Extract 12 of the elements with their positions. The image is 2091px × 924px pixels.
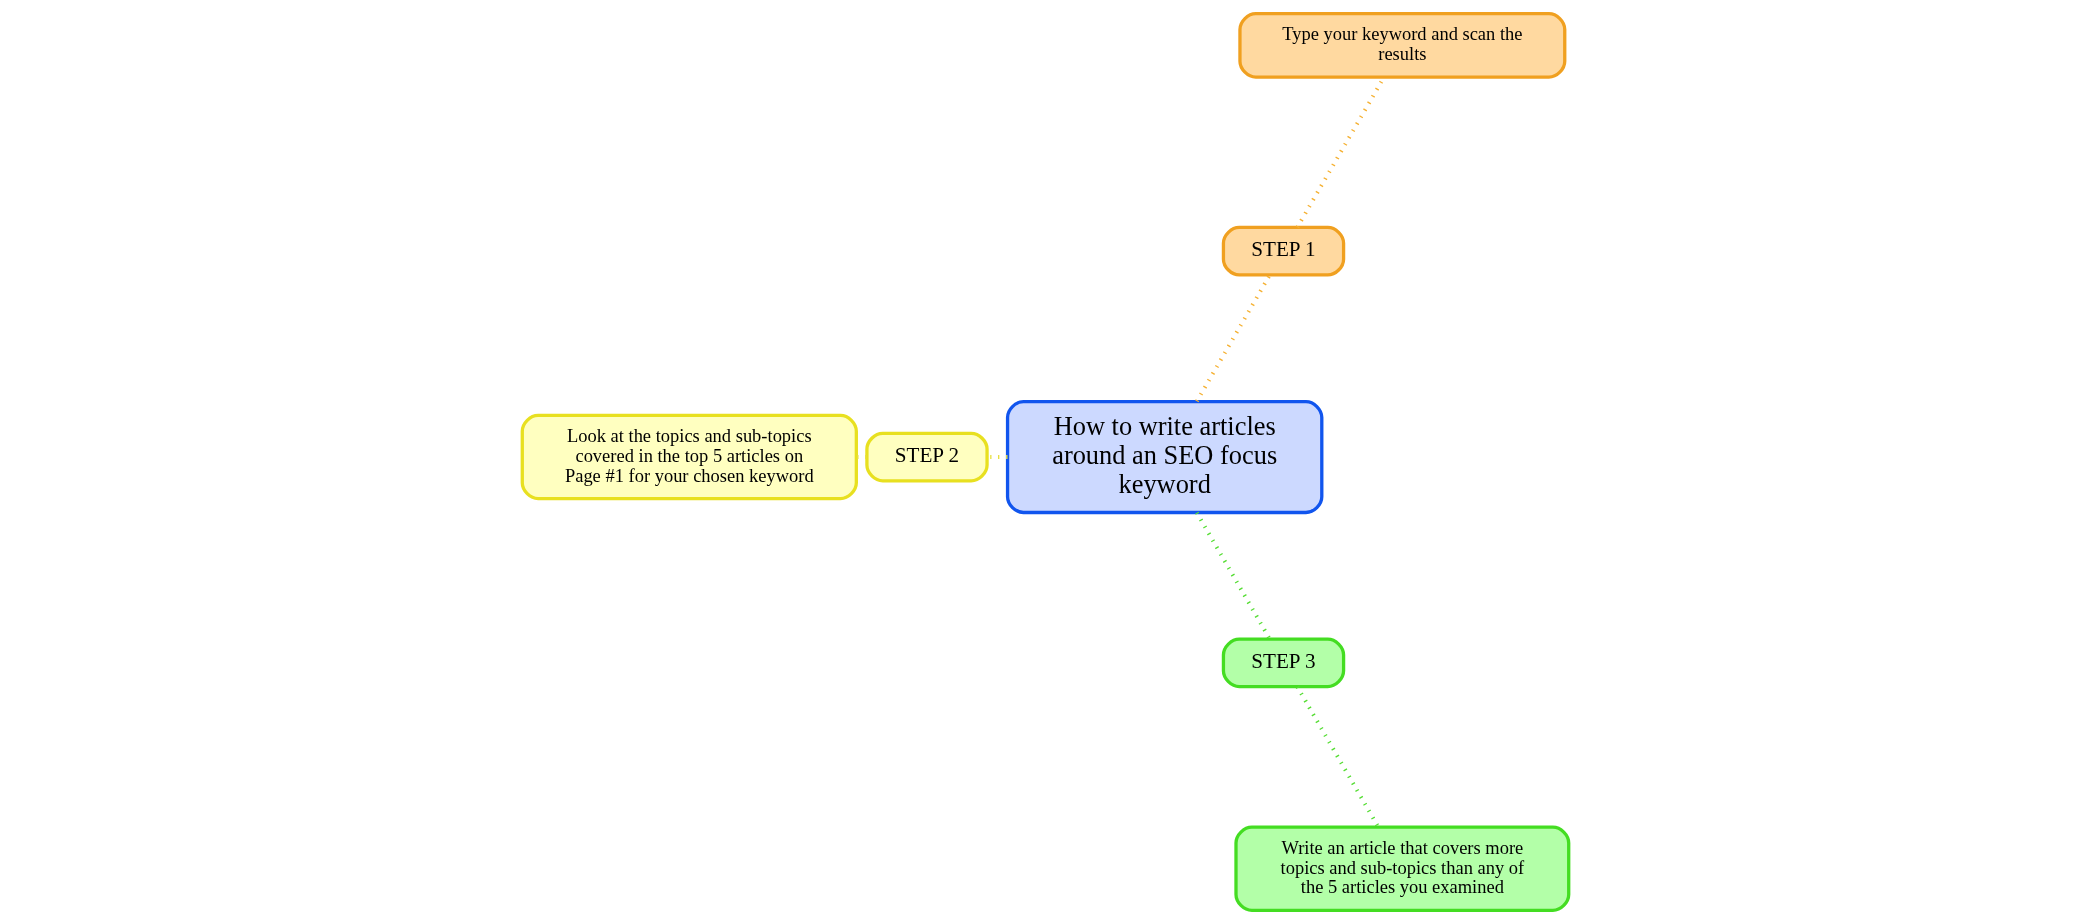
node-box: Write an article that covers more topics and sub-topics than any of the 5 articles you examined (1234, 825, 1571, 912)
node-box: STEP 3 (1221, 637, 1346, 689)
connector (1195, 511, 1272, 640)
connector (987, 455, 1008, 460)
node-box: STEP 2 (865, 431, 989, 483)
connector (1195, 274, 1272, 403)
connector (856, 455, 867, 460)
node-box: STEP 1 (1221, 225, 1346, 277)
connector (1295, 685, 1381, 829)
node-box: Look at the topics and sub-topics covered in the top 5 articles on Page #1 for your chosen keyword (520, 413, 858, 501)
node-box: Type your keyword and scan the results (1238, 12, 1567, 79)
node-box: How to write articles around an SEO focus keyword (1005, 399, 1324, 515)
